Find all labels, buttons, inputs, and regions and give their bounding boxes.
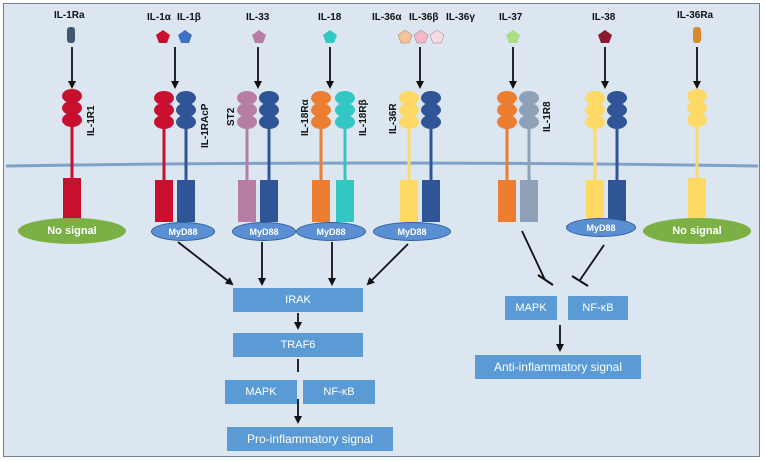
traf6-node: TRAF6 [233,333,363,357]
myd88-adaptor-il38: MyD88 [566,218,636,237]
il1a-ligand [156,30,170,43]
il36ra-receptor [687,89,707,220]
myd88-adaptor-il1: MyD88 [151,222,215,241]
il1a-label: IL-1α [147,12,171,23]
il38-label: IL-38 [592,12,616,23]
il36ra-label: IL-36Ra [677,10,714,21]
mapk-node-anti: MAPK [505,296,557,320]
il1r1-label: IL-1R1 [86,105,97,136]
il1-receptor-complex [154,91,196,222]
il18rb-label: IL-18Rβ [358,99,369,136]
il33-ligand [252,30,266,43]
il37-label: IL-37 [499,12,523,23]
il1ra-ligand [67,27,75,43]
pro-inflammatory-signal: Pro-inflammatory signal [227,427,393,451]
il36r-label: IL-36R [388,103,399,134]
il36a-ligand [397,29,413,44]
cell-membrane [5,161,759,168]
il1r1-receptor [62,89,82,220]
il1b-ligand [178,30,192,43]
anti-inflammatory-signal: Anti-inflammatory signal [475,355,641,379]
myd88-adaptor-il36: MyD88 [373,222,451,241]
il18-ligand [323,30,337,43]
il18-receptor-complex [311,91,355,222]
il1racp-label: IL-1RAcP [200,103,211,148]
il37-receptor-complex [497,91,539,222]
il18ra-label: IL-18Rα [300,99,311,136]
il38-receptor-complex [585,91,627,222]
il36ra-ligand [693,27,701,43]
il18-label: IL-18 [318,12,342,23]
mapk-node-pro: MAPK [225,380,297,404]
il36b-ligand [413,29,429,44]
il33-receptor-complex [237,91,279,222]
no-signal-badge-right: No signal [643,218,751,244]
myd88-adaptor-il18: MyD88 [296,222,366,241]
il36a-label: IL-36α [372,12,402,23]
il33-label: IL-33 [246,12,270,23]
il36g-label: IL-36γ [446,12,475,23]
il1b-label: IL-1β [177,12,201,23]
il38-ligand [598,30,612,43]
nfkb-node-pro: NF-κB [303,380,375,404]
nfkb-node-anti: NF-κB [568,296,628,320]
il36g-ligand [429,29,445,44]
irak-node: IRAK [233,288,363,312]
il37-ligand [506,30,520,43]
st2-label: ST2 [226,107,237,126]
il36-receptor-complex [399,91,441,222]
myd88-adaptor-il33: MyD88 [232,222,296,241]
il1ra-label: IL-1Ra [54,10,85,21]
no-signal-badge-left: No signal [18,218,126,244]
il1r8-label: IL-1R8 [542,101,553,132]
il36b-label: IL-36β [409,12,439,23]
